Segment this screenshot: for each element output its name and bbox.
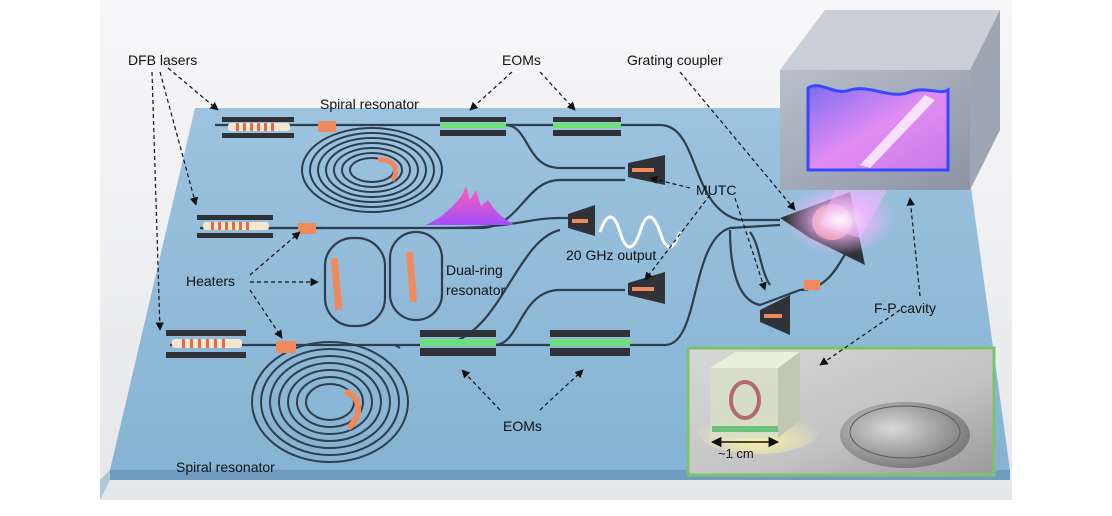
label-mutc: MUTC (696, 182, 737, 198)
label-eoms-bottom: EOMs (503, 418, 542, 434)
label-grating-coupler: Grating coupler (627, 52, 723, 68)
annotation-arrows (151, 67, 921, 411)
eom-top-right (553, 117, 621, 136)
inset-photo (686, 346, 996, 477)
dual-ring-resonator (323, 230, 444, 328)
rf-output-wave (598, 215, 682, 249)
heater-pad-right (804, 280, 820, 290)
mutc-right (760, 295, 790, 335)
heater-ring-left (330, 257, 343, 311)
heater-spiral-top (377, 157, 399, 182)
waveguides (170, 123, 849, 347)
label-dual-ring-2: resonator (446, 282, 506, 298)
mutc-middle (568, 205, 595, 236)
dfb-laser-middle (197, 215, 273, 238)
label-inset-scale: ~1 cm (718, 446, 754, 461)
heater-pad-top (318, 121, 336, 132)
heater-ring-right (405, 251, 418, 303)
dfb-laser-bottom (166, 330, 246, 358)
fp-cavity-cube (780, 10, 1000, 190)
label-fp-cavity: F-P cavity (874, 300, 936, 316)
label-dual-ring-1: Dual-ring (446, 262, 503, 278)
label-heaters: Heaters (186, 273, 236, 289)
dfb-laser-top (222, 117, 294, 138)
beam-glow (785, 185, 895, 255)
heater-spiral-bottom (344, 389, 362, 431)
label-spiral-resonator-top: Spiral resonator (320, 96, 419, 112)
mutc-lower (628, 272, 665, 304)
label-20ghz-output: 20 GHz output (566, 247, 657, 263)
frequency-comb-spectrum (425, 186, 515, 225)
label-dfb-lasers: DFB lasers (128, 52, 198, 68)
eom-bottom-right (550, 330, 630, 356)
heater-pad-bottom (276, 341, 296, 353)
heater-pad-middle (298, 223, 316, 234)
eom-top-left (440, 117, 506, 136)
label-spiral-resonator-bottom: Spiral resonator (176, 459, 275, 475)
label-eoms-top: EOMs (502, 52, 541, 68)
eom-bottom-left (420, 330, 496, 356)
spiral-resonator-bottom (251, 341, 409, 463)
